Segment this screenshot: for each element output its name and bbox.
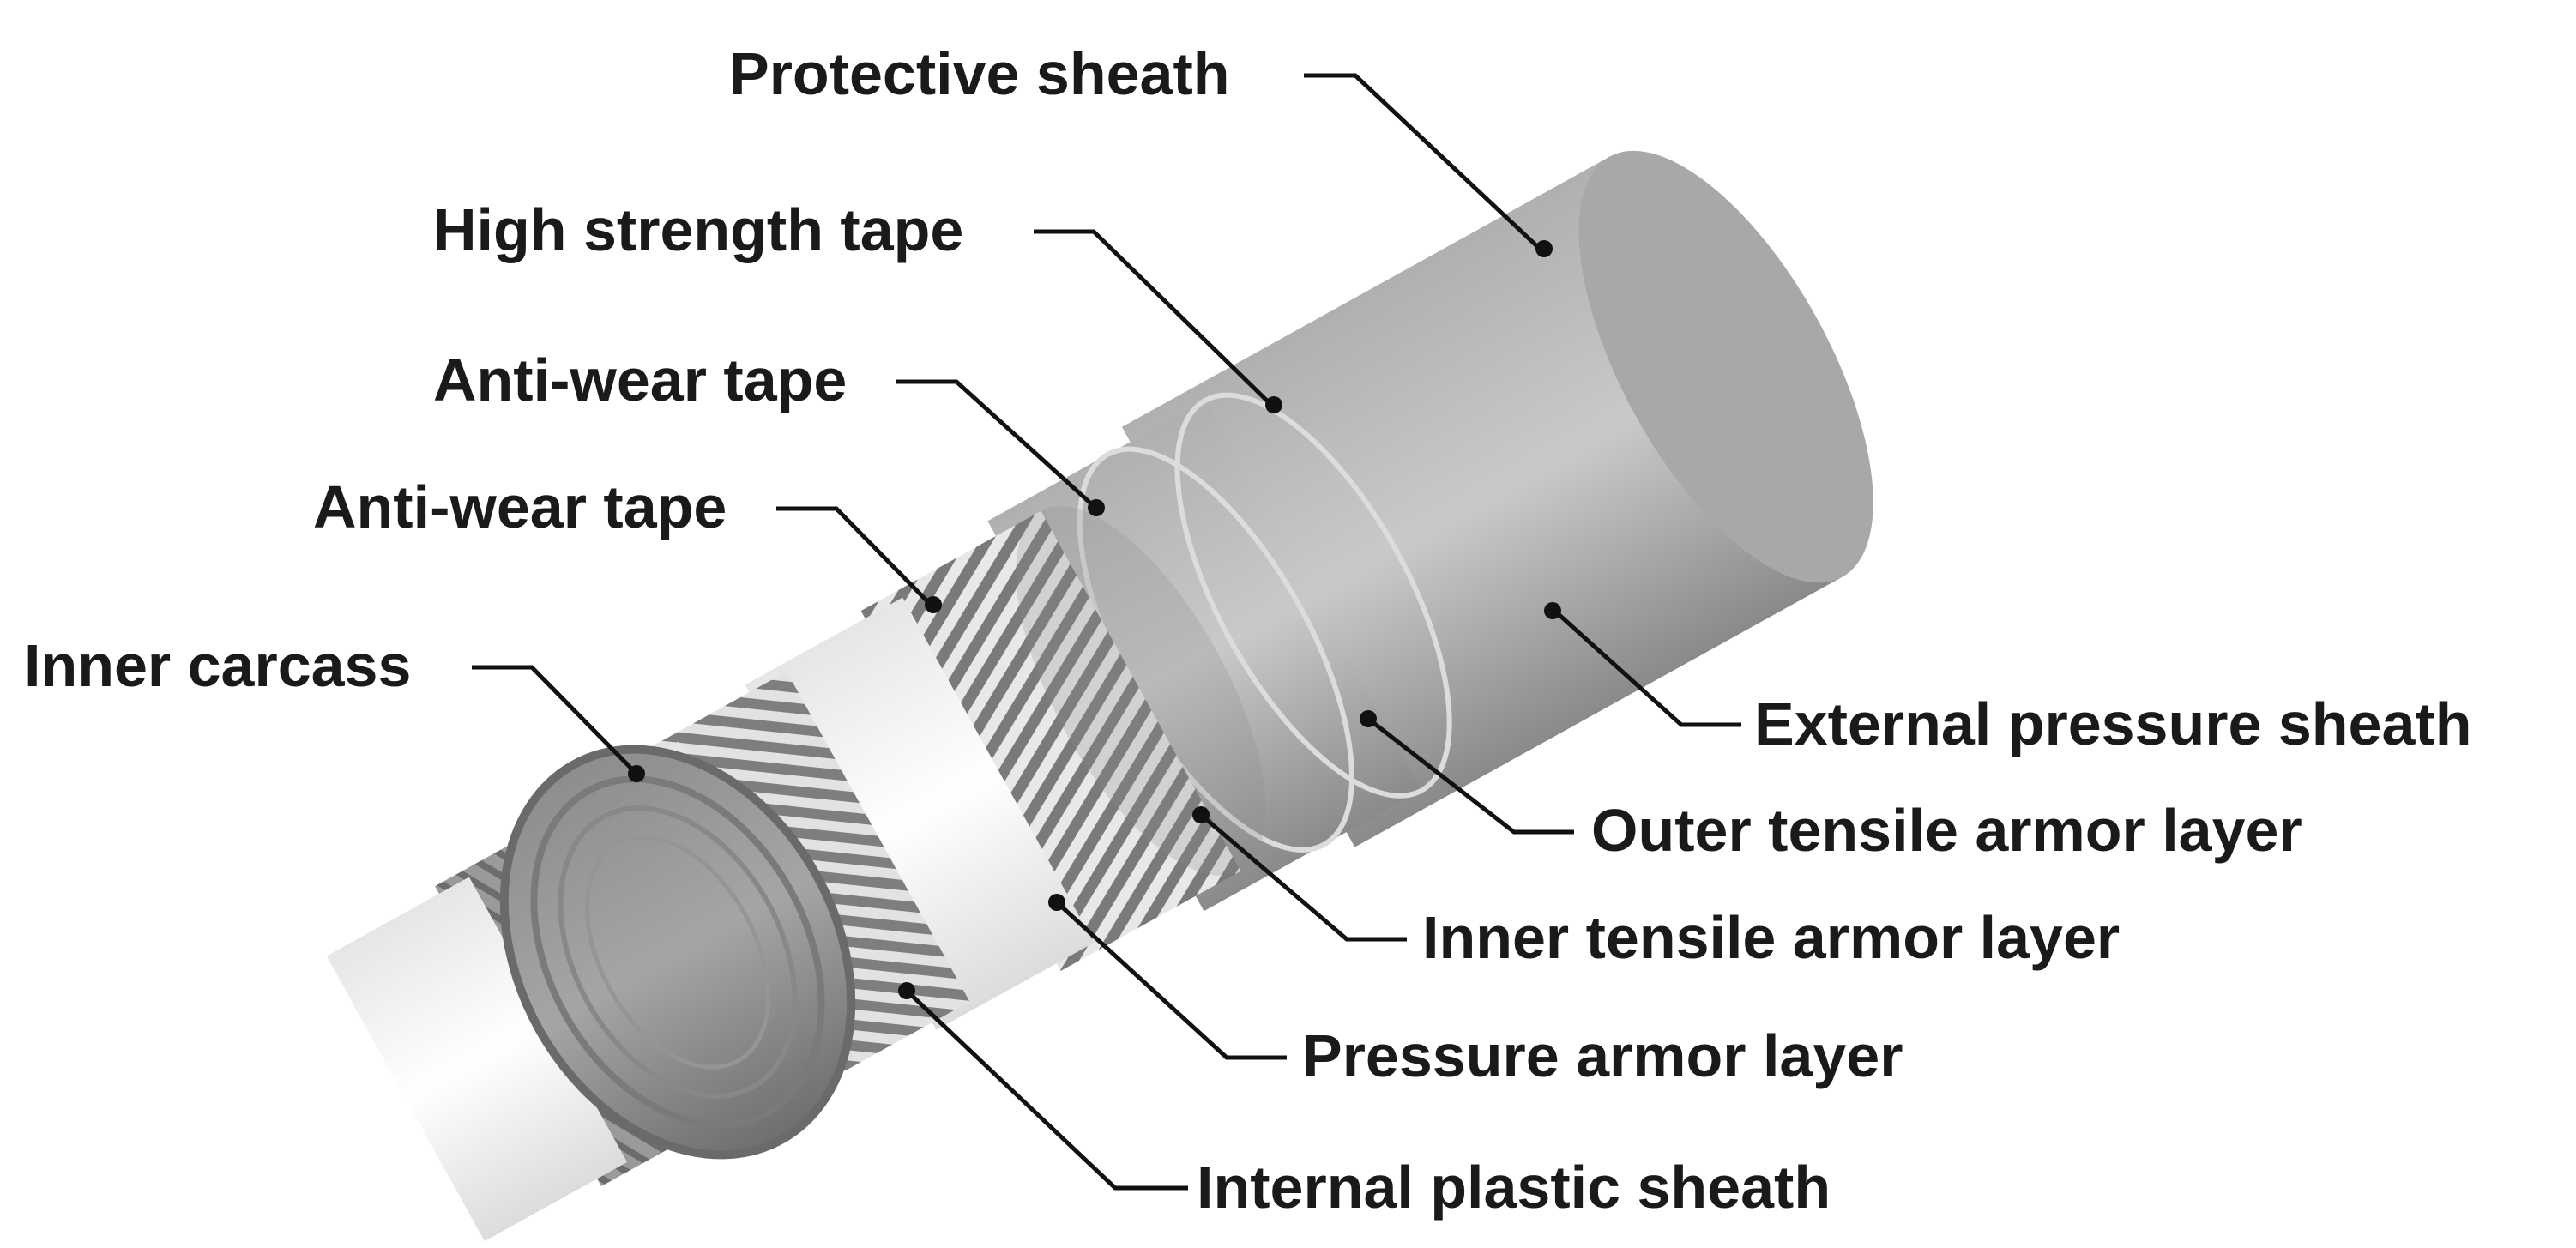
pin-outer-tensile-armor: [1360, 710, 1377, 727]
leader-anti-wear-tape-outer: [896, 379, 1095, 508]
leader-inner-tensile-armor: [1199, 813, 1407, 942]
internal-plastic-sheath-layer: [326, 877, 628, 1241]
leader-outer-tensile-armor: [1366, 717, 1574, 835]
leader-inner-carcass: [472, 665, 636, 774]
leader-anti-wear-tape-inner: [776, 506, 932, 606]
labels: Protective sheath High strength tape Ant…: [24, 40, 2471, 1221]
leader-external-pressure-sheath: [1551, 607, 1741, 727]
leader-protective-sheath: [1304, 73, 1541, 250]
leader-lines: [472, 73, 1741, 1191]
inner-carcass-layer: [499, 745, 856, 1160]
pin-pressure-armor: [1048, 894, 1065, 911]
label-pressure-armor-layer: Pressure armor layer: [1302, 1022, 1903, 1089]
leader-internal-plastic-sheath: [905, 989, 1188, 1191]
label-internal-plastic-sheath: Internal plastic sheath: [1197, 1154, 1831, 1221]
pin-external-pressure-sheath: [1544, 602, 1561, 619]
pin-internal-plastic-sheath: [898, 982, 915, 999]
leader-pressure-armor: [1055, 901, 1287, 1060]
label-inner-tensile-armor-layer: Inner tensile armor layer: [1422, 904, 2120, 971]
anti-wear-tape-outer-layer: [745, 597, 1095, 1030]
pin-anti-wear-tape-outer: [1088, 499, 1105, 516]
label-outer-tensile-armor-layer: Outer tensile armor layer: [1591, 797, 2302, 864]
pin-protective-sheath: [1535, 240, 1553, 257]
label-anti-wear-tape-inner: Anti-wear tape: [313, 473, 727, 540]
label-anti-wear-tape-outer: Anti-wear tape: [433, 347, 847, 413]
outer-tensile-armor-layer: [860, 506, 1266, 971]
label-high-strength-tape: High strength tape: [433, 196, 963, 263]
label-inner-carcass: Inner carcass: [24, 632, 411, 699]
pin-inner-tensile-armor: [1192, 806, 1210, 823]
pin-high-strength-tape: [1265, 396, 1282, 413]
pin-inner-carcass: [628, 765, 645, 782]
label-external-pressure-sheath: External pressure sheath: [1754, 690, 2471, 757]
label-protective-sheath: Protective sheath: [729, 40, 1230, 107]
pin-anti-wear-tape-inner: [925, 596, 942, 613]
leader-high-strength-tape: [1034, 229, 1271, 405]
